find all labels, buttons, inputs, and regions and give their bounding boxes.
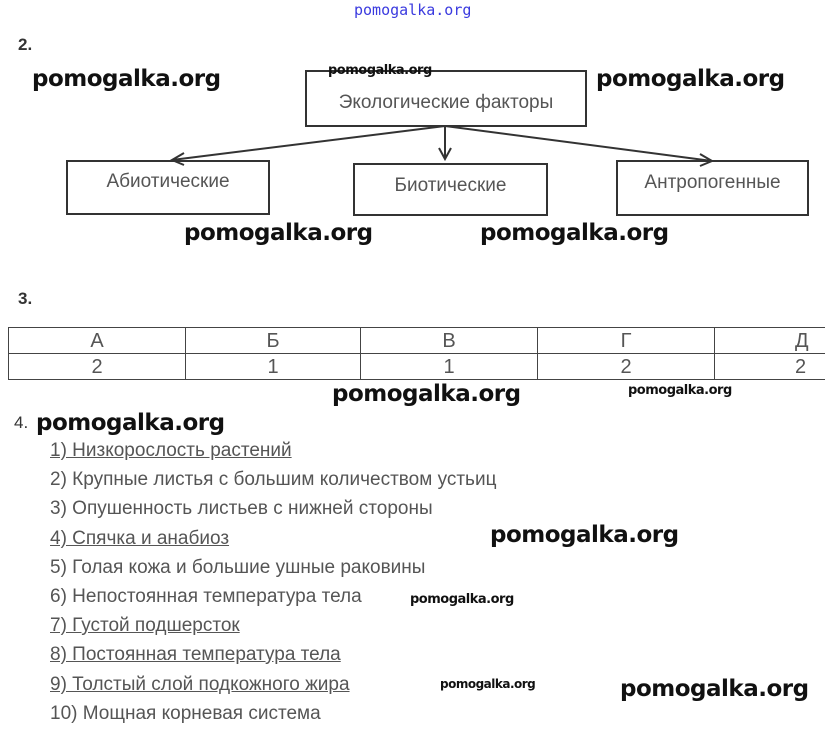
table-cell: 1: [185, 353, 361, 380]
watermark: pomogalka.org: [36, 410, 225, 436]
header-watermark: pomogalka.org: [354, 1, 472, 19]
list-item: 4) Спячка и анабиоз: [50, 528, 230, 549]
table-cell: 2: [537, 353, 715, 380]
list-item: 2) Крупные листья с большим количеством …: [50, 469, 497, 490]
watermark: pomogalka.org: [32, 66, 221, 92]
arrow-anthropogenic: [444, 125, 713, 162]
table-cell: 1: [360, 353, 538, 380]
list-item: 8) Постоянная температура тела: [50, 644, 341, 665]
table-cell: 2: [8, 353, 186, 380]
list-item: 7) Густой подшерсток: [50, 615, 240, 636]
task-3-number: 3.: [18, 289, 33, 308]
table-cell: А: [8, 327, 186, 354]
list-item: 1) Низкорослость растений: [50, 440, 292, 461]
diagram-arrows: [169, 125, 715, 167]
watermark: pomogalka.org: [332, 381, 521, 407]
watermark: pomogalka.org: [480, 220, 669, 246]
table-cell: 2: [714, 353, 825, 380]
watermark: pomogalka.org: [328, 63, 432, 78]
diagram-box-biotic: Биотические: [353, 163, 548, 216]
list-item: 3) Опушенность листьев с нижней стороны: [50, 498, 433, 519]
diagram-box-abiotic: Абиотические: [66, 160, 270, 215]
table-cell: В: [360, 327, 538, 354]
watermark: pomogalka.org: [440, 677, 536, 691]
task-4-number: 4.: [14, 413, 29, 432]
task-2-number: 2.: [18, 35, 33, 54]
list-item: 9) Толстый слой подкожного жира: [50, 674, 350, 695]
table-cell: Г: [537, 327, 715, 354]
watermark: pomogalka.org: [628, 383, 732, 398]
watermark: pomogalka.org: [490, 522, 679, 548]
table-cell: Д: [714, 327, 825, 354]
watermark: pomogalka.org: [620, 676, 809, 702]
watermark: pomogalka.org: [410, 592, 514, 607]
diagram-root-box: Экологические факторы: [305, 70, 587, 127]
table-cell: Б: [185, 327, 361, 354]
table-row: 2 1 1 2 2: [8, 353, 825, 380]
watermark: pomogalka.org: [596, 66, 785, 92]
list-item: 5) Голая кожа и большие ушные раковины: [50, 557, 426, 578]
arrowhead-biotic-icon: [438, 147, 452, 162]
arrow-abiotic: [171, 125, 446, 161]
answer-table: А Б В Г Д 2 1 1 2 2: [8, 327, 825, 380]
diagram-box-anthropogenic: Антропогенные: [616, 160, 809, 216]
table-header-row: А Б В Г Д: [8, 327, 825, 354]
watermark: pomogalka.org: [184, 220, 373, 246]
list-item: 6) Непостоянная температура тела: [50, 586, 362, 607]
list-item: 10) Мощная корневая система: [50, 703, 321, 724]
